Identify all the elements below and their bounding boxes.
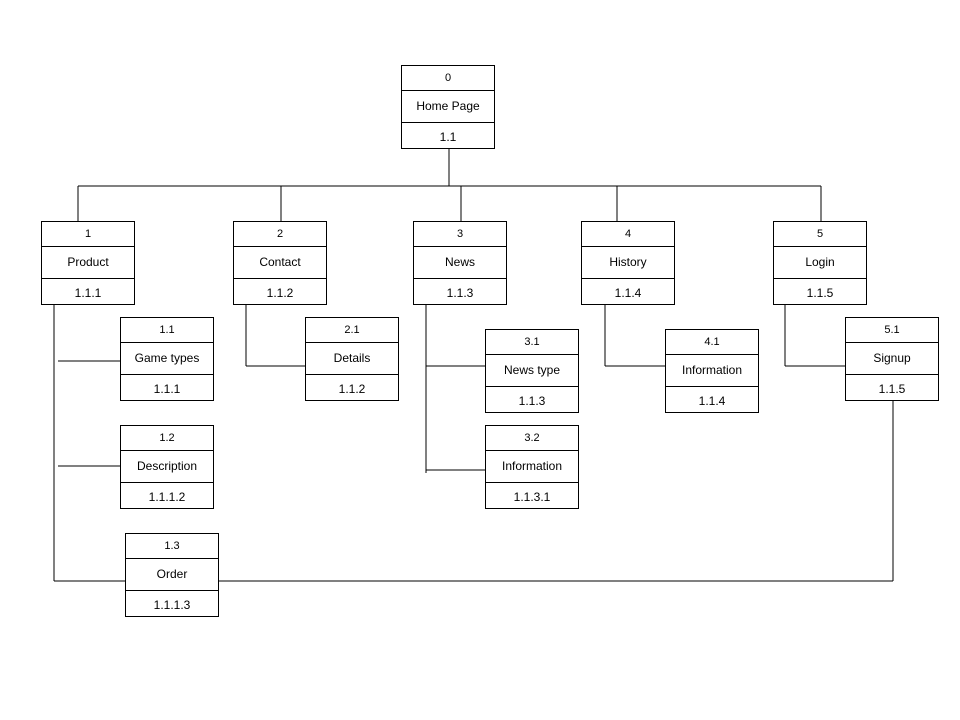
node-code: 1.1.4 — [614, 286, 642, 300]
node-code: 1.1.1.2 — [148, 490, 186, 504]
node-title: Details — [306, 343, 398, 375]
node-title: Product — [42, 247, 134, 279]
node-product: 1 Product 1.1.1 — [41, 221, 135, 305]
node-code: 1.1.3 — [518, 394, 546, 408]
node-number: 5 — [774, 222, 866, 247]
node-description: 1.2 Description 1.1.1.2 — [120, 425, 214, 509]
node-title: Home Page — [402, 91, 494, 123]
node-code: 1.1.4 — [698, 394, 726, 408]
node-history-information: 4.1 Information 1.1.4 — [665, 329, 759, 413]
node-details: 2.1 Details 1.1.2 — [305, 317, 399, 401]
node-code: 1.1.2 — [266, 286, 294, 300]
node-number: 5.1 — [846, 318, 938, 343]
node-number: 4.1 — [666, 330, 758, 355]
node-number: 1.2 — [121, 426, 213, 451]
node-code: 1.1.1.3 — [153, 598, 191, 612]
node-number: 2 — [234, 222, 326, 247]
node-number: 1.1 — [121, 318, 213, 343]
node-news: 3 News 1.1.3 — [413, 221, 507, 305]
node-code: 1.1.5 — [878, 382, 906, 396]
node-signup: 5.1 Signup 1.1.5 — [845, 317, 939, 401]
node-title: Signup — [846, 343, 938, 375]
node-news-information: 3.2 Information 1.1.3.1 — [485, 425, 579, 509]
node-number: 3.2 — [486, 426, 578, 451]
node-title: Order — [126, 559, 218, 591]
node-contact: 2 Contact 1.1.2 — [233, 221, 327, 305]
node-code: 1.1.5 — [806, 286, 834, 300]
node-title: News — [414, 247, 506, 279]
node-title: Information — [486, 451, 578, 483]
node-number: 0 — [402, 66, 494, 91]
node-title: Information — [666, 355, 758, 387]
node-number: 2.1 — [306, 318, 398, 343]
node-code: 1.1 — [439, 130, 457, 144]
node-title: History — [582, 247, 674, 279]
node-title: Game types — [121, 343, 213, 375]
node-code: 1.1.3.1 — [513, 490, 551, 504]
node-number: 1.3 — [126, 534, 218, 559]
node-code: 1.1.2 — [338, 382, 366, 396]
node-number: 4 — [582, 222, 674, 247]
node-code: 1.1.3 — [446, 286, 474, 300]
node-code: 1.1.1 — [153, 382, 181, 396]
node-news-type: 3.1 News type 1.1.3 — [485, 329, 579, 413]
node-title: Contact — [234, 247, 326, 279]
node-login: 5 Login 1.1.5 — [773, 221, 867, 305]
node-title: Description — [121, 451, 213, 483]
node-number: 1 — [42, 222, 134, 247]
node-game-types: 1.1 Game types 1.1.1 — [120, 317, 214, 401]
node-number: 3.1 — [486, 330, 578, 355]
node-number: 3 — [414, 222, 506, 247]
node-code: 1.1.1 — [74, 286, 102, 300]
node-order: 1.3 Order 1.1.1.3 — [125, 533, 219, 617]
node-history: 4 History 1.1.4 — [581, 221, 675, 305]
node-title: News type — [486, 355, 578, 387]
node-title: Login — [774, 247, 866, 279]
node-home-page: 0 Home Page 1.1 — [401, 65, 495, 149]
